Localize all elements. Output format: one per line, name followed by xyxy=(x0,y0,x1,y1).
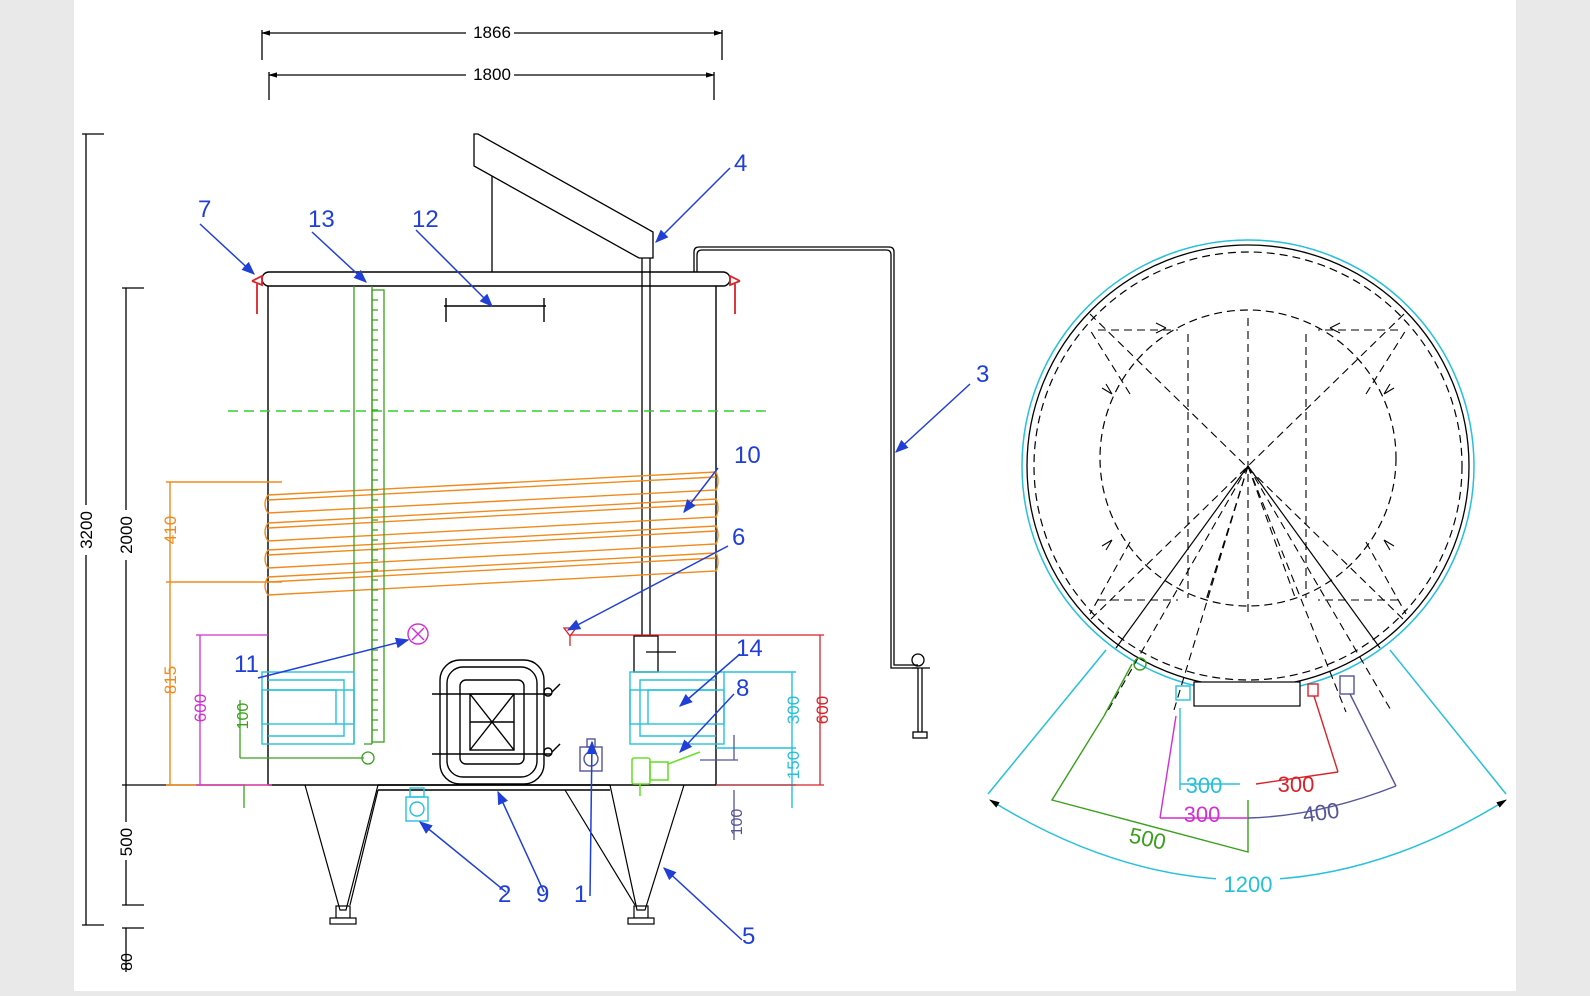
dim-1800: 1800 xyxy=(473,65,511,84)
callout-3: 3 xyxy=(976,361,989,388)
dim-100-left: 100 xyxy=(235,703,252,730)
left-dimensions xyxy=(82,133,245,972)
callout-12: 12 xyxy=(412,206,439,233)
dim-400-navy: 400 xyxy=(1301,798,1341,828)
dim-150-right: 150 xyxy=(784,751,803,779)
dim-100-bottom: 100 xyxy=(729,809,746,836)
dim-500: 500 xyxy=(117,828,136,856)
dim-300-cyan: 300 xyxy=(1186,773,1223,798)
callout-2: 2 xyxy=(498,881,511,908)
level-pipe xyxy=(693,246,930,739)
plan-view xyxy=(987,239,1507,881)
dim-600-left: 600 xyxy=(191,694,210,722)
lifting-arm xyxy=(473,133,676,673)
callout-leaders xyxy=(199,167,971,941)
callout-4: 4 xyxy=(734,150,747,177)
drawing-sheet: 1866 1800 3200 2000 500 80 xyxy=(74,0,1516,991)
callout-9: 9 xyxy=(536,881,549,908)
tank-drawing: 1866 1800 3200 2000 500 80 xyxy=(76,23,1507,972)
callout-7: 7 xyxy=(198,196,211,223)
drain-valve xyxy=(631,751,701,796)
callout-8: 8 xyxy=(736,675,749,702)
dim-600-right: 600 xyxy=(813,696,832,724)
callout-11: 11 xyxy=(234,651,259,678)
callout-1: 1 xyxy=(574,881,587,908)
dim-300-right: 300 xyxy=(784,696,803,724)
bottom-valve xyxy=(405,787,429,822)
callout-14: 14 xyxy=(736,635,763,662)
dim-2000: 2000 xyxy=(117,516,136,554)
thermometer xyxy=(407,623,429,645)
rail-clamps xyxy=(251,274,741,314)
tank-legs xyxy=(304,784,685,925)
callout-6: 6 xyxy=(732,524,745,551)
level-gauge xyxy=(239,286,385,808)
dim-815: 815 xyxy=(161,666,180,694)
dim-300-magenta: 300 xyxy=(1184,802,1221,827)
callout-10: 10 xyxy=(734,442,761,469)
dim-300-red: 300 xyxy=(1278,772,1315,797)
side-door-right xyxy=(629,671,796,808)
manway xyxy=(432,659,561,785)
callout-numbers: 7 13 12 4 3 10 6 11 14 8 1 2 9 5 xyxy=(198,150,989,950)
dim-500-green: 500 xyxy=(1127,823,1168,855)
top-handle xyxy=(444,298,546,322)
dim-3200: 3200 xyxy=(77,511,96,549)
tank-body xyxy=(261,271,731,791)
side-door-left xyxy=(261,671,355,745)
dim-410: 410 xyxy=(161,516,180,544)
dim-1200-cyan: 1200 xyxy=(1224,872,1273,897)
magenta-dimension xyxy=(196,634,272,786)
dim-1866: 1866 xyxy=(473,23,511,42)
cooling-jacket xyxy=(166,471,719,786)
dim-80: 80 xyxy=(119,953,136,971)
callout-13: 13 xyxy=(308,206,335,233)
callout-5: 5 xyxy=(742,923,755,950)
navy-dimension xyxy=(700,735,738,840)
